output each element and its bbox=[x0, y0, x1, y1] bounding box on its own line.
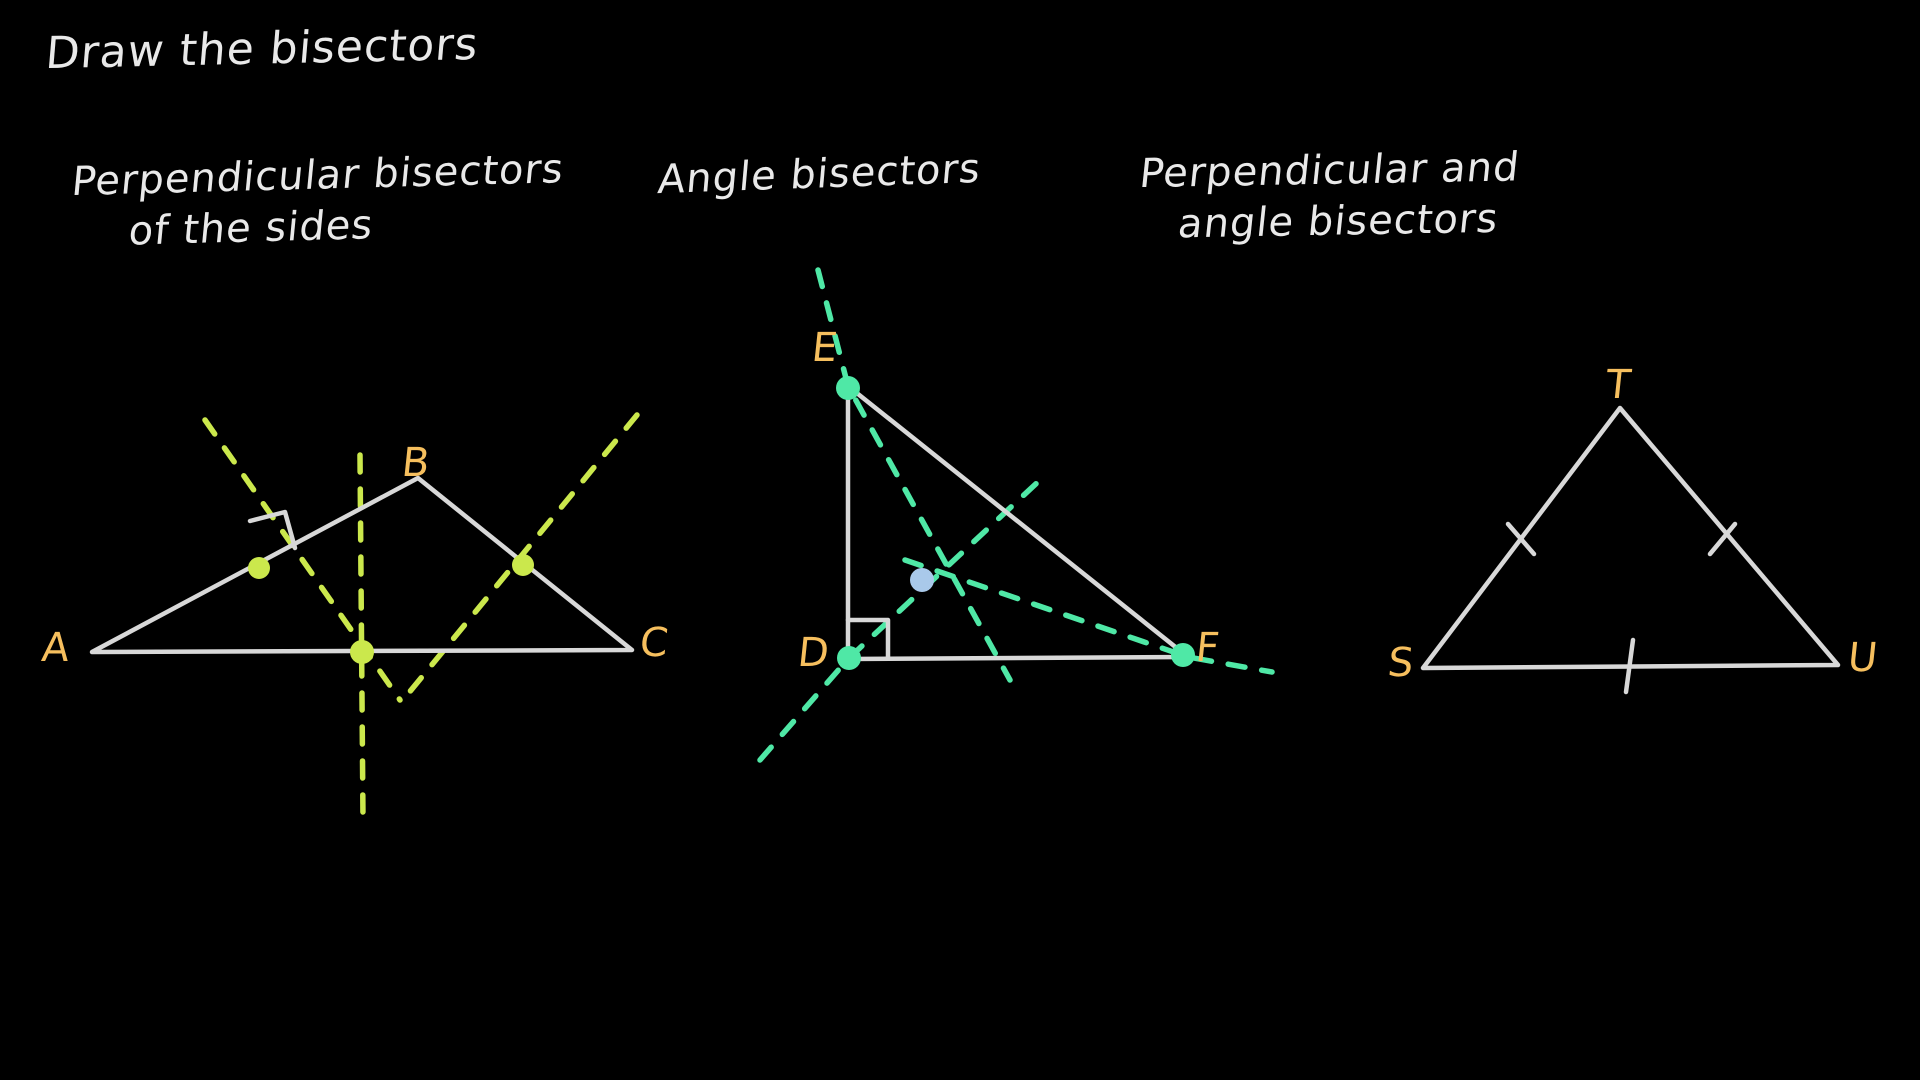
midpoint-dot-bc bbox=[512, 554, 534, 576]
vertex-label-s: S bbox=[1385, 640, 1416, 686]
vertex-label-c: C bbox=[637, 620, 671, 666]
panel-1-heading-line-2: of the sides bbox=[126, 201, 376, 255]
panel-2-heading: Angle bisectors bbox=[656, 145, 983, 204]
panel-3-heading-line-2: angle bisectors bbox=[1175, 195, 1501, 248]
tick-mark-st bbox=[1505, 521, 1537, 557]
panel-1-heading-line-1: Perpendicular bisectors bbox=[69, 146, 567, 206]
incenter-dot bbox=[910, 568, 934, 592]
right-angle-mark-d bbox=[845, 617, 891, 661]
right-angle-mark-ab bbox=[247, 509, 298, 551]
triangle-abc bbox=[89, 475, 635, 655]
vertex-label-d: D bbox=[795, 630, 832, 676]
vertex-label-f: F bbox=[1193, 625, 1222, 671]
angle-bisector-from-e bbox=[815, 267, 1013, 683]
vertex-label-e: E bbox=[809, 325, 840, 371]
figure-equilateral-triangle bbox=[1420, 405, 1841, 695]
triangle-def bbox=[845, 383, 1191, 662]
vertex-label-a: A bbox=[39, 625, 72, 671]
perp-bisector-of-ac bbox=[357, 452, 366, 823]
angle-bisector-from-d bbox=[757, 477, 1043, 763]
panel-1-heading: Perpendicular bisectors of the sides bbox=[65, 146, 567, 256]
figure-perpendicular-bisectors bbox=[89, 412, 640, 823]
panel-3-heading: Perpendicular and angle bisectors bbox=[1132, 144, 1523, 248]
page-title: Draw the bisectors bbox=[43, 18, 481, 80]
vertex-label-b: B bbox=[399, 440, 432, 486]
vertex-label-u: U bbox=[1845, 635, 1880, 681]
tick-mark-su bbox=[1623, 637, 1636, 695]
circumcenter-dot bbox=[350, 640, 374, 664]
midpoint-dot-ab bbox=[248, 557, 270, 579]
vertex-dot-d bbox=[837, 646, 861, 670]
vertex-dot-e bbox=[836, 376, 860, 400]
perp-bisector-of-ab bbox=[202, 417, 403, 703]
perp-bisector-of-bc bbox=[400, 412, 640, 703]
panel-3-heading-line-1: Perpendicular and bbox=[1137, 144, 1523, 198]
triangle-stu bbox=[1420, 405, 1841, 671]
tick-mark-tu bbox=[1707, 521, 1738, 557]
vertex-label-t: T bbox=[1603, 362, 1633, 408]
vertex-dot-f bbox=[1171, 643, 1195, 667]
panel-2-heading-line-1: Angle bisectors bbox=[656, 145, 983, 204]
